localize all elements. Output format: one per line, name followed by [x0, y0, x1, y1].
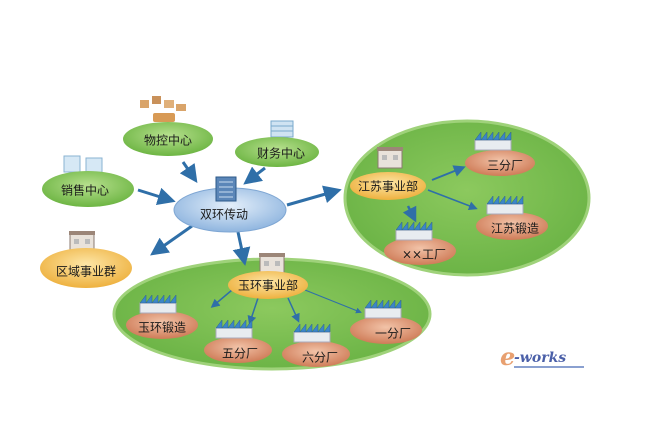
node-finance-center: 财务中心 — [235, 120, 319, 167]
node-plant3: 三分厂 — [465, 131, 535, 176]
node-center: 双环传动 — [173, 176, 287, 233]
node-plant6: 六分厂 — [282, 323, 350, 367]
node-logistics-center: 物控中心 — [123, 96, 213, 156]
label-regional: 区域事业群 — [56, 265, 116, 279]
label-logistics: 物控中心 — [144, 133, 192, 148]
node-sales-center: 销售中心 — [42, 155, 134, 207]
building-icon — [270, 120, 294, 138]
node-regional-group: 区域事业群 — [40, 230, 132, 288]
node-yuhuan-division: 玉环事业部 — [228, 252, 308, 299]
label-plant6: 六分厂 — [302, 351, 338, 365]
svg-text:e: e — [500, 342, 515, 371]
eworks-logo: e -works — [500, 342, 584, 371]
label-yuhuan-division: 玉环事业部 — [238, 278, 298, 293]
label-jiangsu-division: 江苏事业部 — [358, 179, 418, 194]
label-plant1: 一分厂 — [375, 327, 411, 341]
label-xx-factory: ××工厂 — [402, 248, 446, 262]
office-icon — [376, 146, 404, 169]
node-xx-factory: ××工厂 — [384, 221, 456, 265]
node-plant1: 一分厂 — [350, 299, 422, 344]
label-finance: 财务中心 — [257, 146, 305, 161]
label-plant3: 三分厂 — [487, 159, 523, 173]
node-plant5: 五分厂 — [204, 319, 272, 363]
cargo-icon — [140, 96, 186, 122]
headquarters-icon — [215, 176, 237, 202]
label-jiangsu-forging: 江苏锻造 — [491, 222, 539, 236]
label-plant5: 五分厂 — [222, 347, 258, 361]
node-yuhuan-forging: 玉环锻造 — [126, 294, 198, 339]
label-center: 双环传动 — [200, 207, 248, 222]
connector-arrows — [137, 161, 478, 325]
node-jiangsu-forging: 江苏锻造 — [476, 195, 548, 240]
office-icon — [258, 252, 286, 275]
label-yuhuan-forging: 玉环锻造 — [138, 321, 186, 335]
svg-text:-works: -works — [514, 350, 566, 366]
label-sales: 销售中心 — [61, 183, 109, 198]
node-jiangsu-division: 江苏事业部 — [350, 146, 426, 200]
